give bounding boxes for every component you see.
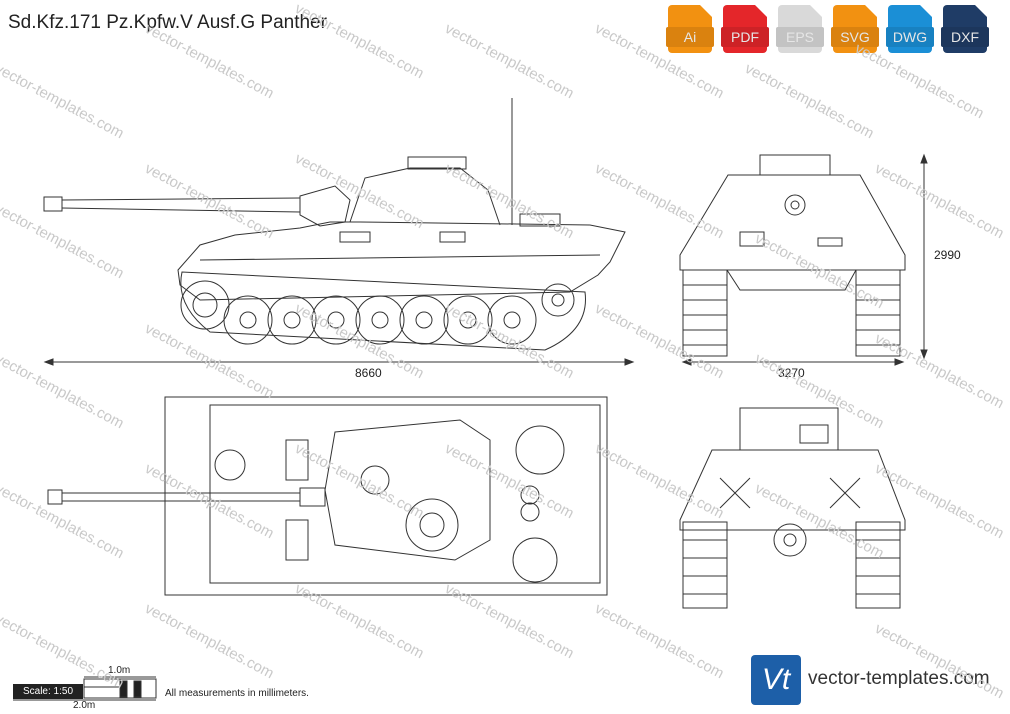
scale-bar: [13, 676, 157, 701]
ai-file-icon[interactable]: Ai: [666, 5, 717, 53]
dimension-lines: [43, 153, 928, 366]
format-label: DXF: [941, 27, 989, 47]
format-label: DWG: [886, 27, 934, 47]
format-label: PDF: [721, 27, 769, 47]
road-wheels: [180, 280, 575, 345]
measurement-note: All measurements in millimeters.: [165, 688, 309, 699]
format-icons: Ai PDF EPS SVG DWG DXF: [666, 5, 992, 53]
format-label: Ai: [666, 27, 714, 47]
length-dimension: 8660: [355, 366, 382, 380]
brand-logo[interactable]: Vt: [751, 655, 801, 705]
rear-view: [679, 407, 906, 609]
scale-one-meter: 1.0m: [108, 665, 131, 676]
eps-file-icon[interactable]: EPS: [776, 5, 827, 53]
dxf-file-icon[interactable]: DXF: [941, 5, 992, 53]
page-title: Sd.Kfz.171 Pz.Kpfw.V Ausf.G Panther: [8, 12, 327, 33]
pdf-file-icon[interactable]: PDF: [721, 5, 772, 53]
svg-file-icon[interactable]: SVG: [831, 5, 882, 53]
scale-two-meters: 2.0m: [73, 700, 96, 711]
format-label: SVG: [831, 27, 879, 47]
side-view: [43, 98, 626, 351]
brand-url[interactable]: vector-templates.com: [808, 668, 990, 689]
top-view: [47, 396, 608, 596]
scale-label: Scale: 1:50: [13, 684, 83, 699]
height-dimension: 2990: [934, 248, 961, 262]
width-dimension: 3270: [778, 366, 805, 380]
dwg-file-icon[interactable]: DWG: [886, 5, 937, 53]
front-view: [679, 154, 906, 357]
format-label: EPS: [776, 27, 824, 47]
